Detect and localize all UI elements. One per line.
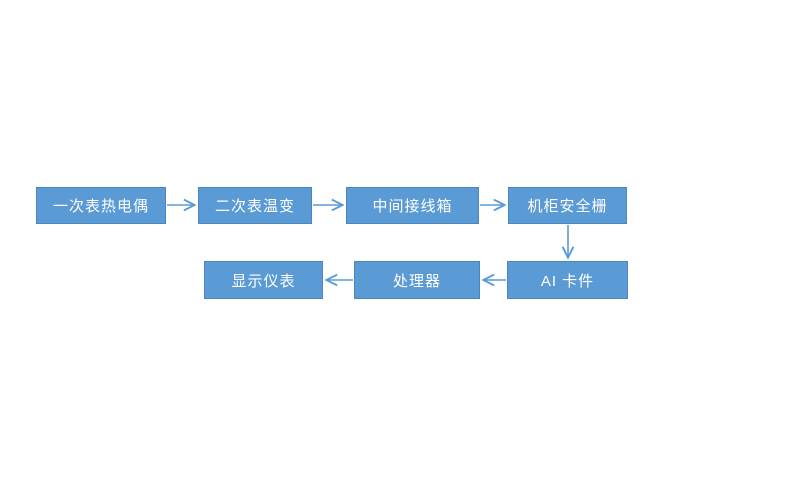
node-ai-card: AI 卡件 (507, 261, 628, 299)
node-junction-box: 中间接线箱 (346, 187, 479, 224)
node-cabinet-safety-barrier: 机柜安全栅 (508, 187, 627, 224)
node-label: 二次表温变 (214, 198, 295, 215)
node-label: 中间接线箱 (372, 198, 453, 215)
node-label: AI 卡件 (540, 272, 595, 290)
node-secondary-transmitter: 二次表温变 (198, 187, 312, 224)
node-label: 机柜安全栅 (527, 198, 608, 215)
node-label: 显示仪表 (231, 272, 296, 290)
node-processor: 处理器 (354, 261, 480, 299)
node-primary-thermocouple: 一次表热电偶 (36, 187, 166, 224)
node-label: 一次表热电偶 (52, 198, 149, 215)
node-label: 处理器 (392, 272, 441, 290)
node-display-instrument: 显示仪表 (204, 261, 323, 299)
